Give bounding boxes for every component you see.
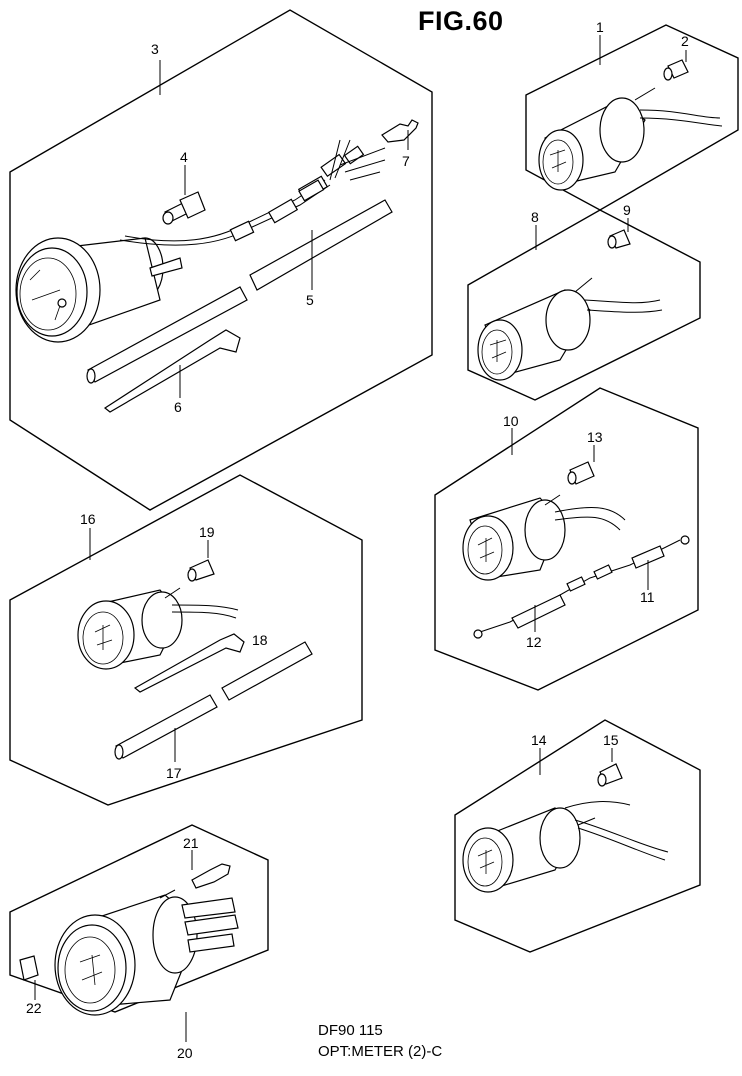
group-10-assembly bbox=[434, 387, 699, 691]
gauge-icon bbox=[15, 237, 183, 343]
callout-13: 13 bbox=[587, 429, 603, 445]
figure-title: FIG.60 bbox=[418, 6, 504, 36]
callout-20: 20 bbox=[177, 1045, 193, 1061]
caption-label: OPT:METER (2)-C bbox=[318, 1043, 443, 1060]
callout-10: 10 bbox=[503, 413, 519, 429]
callout-6: 6 bbox=[174, 399, 182, 415]
model-label: DF90 115 bbox=[318, 1022, 383, 1039]
callout-5: 5 bbox=[306, 292, 314, 308]
callout-21: 21 bbox=[183, 835, 199, 851]
callout-12: 12 bbox=[526, 634, 542, 650]
group-8-outline bbox=[467, 209, 701, 401]
callout-2: 2 bbox=[681, 33, 689, 49]
callout-4: 4 bbox=[180, 149, 188, 165]
group-3-outline bbox=[9, 9, 433, 511]
group-1-assembly bbox=[525, 24, 739, 211]
callout-3: 3 bbox=[151, 41, 159, 57]
callout-18: 18 bbox=[252, 632, 268, 648]
callout-14: 14 bbox=[531, 732, 547, 748]
callout-1: 1 bbox=[596, 19, 604, 35]
callout-17: 17 bbox=[166, 765, 182, 781]
group-20-outline bbox=[9, 824, 269, 1013]
group-14-outline bbox=[454, 719, 701, 953]
group-1-outline bbox=[525, 24, 739, 211]
callout-19: 19 bbox=[199, 524, 215, 540]
callout-15: 15 bbox=[603, 732, 619, 748]
group-14-assembly bbox=[454, 719, 701, 953]
group-20-assembly bbox=[9, 824, 269, 1042]
group-16-outline bbox=[9, 474, 363, 806]
bulb-icon bbox=[162, 191, 206, 225]
callout-16: 16 bbox=[80, 511, 96, 527]
group-8-assembly bbox=[467, 209, 701, 401]
callout-7: 7 bbox=[402, 153, 410, 169]
callout-9: 9 bbox=[623, 202, 631, 218]
group-16-assembly bbox=[9, 474, 363, 806]
group-10-outline bbox=[434, 387, 699, 691]
callout-11: 11 bbox=[640, 589, 655, 605]
group-3-assembly bbox=[9, 9, 433, 511]
callout-22: 22 bbox=[26, 1000, 42, 1016]
callout-8: 8 bbox=[531, 209, 539, 225]
